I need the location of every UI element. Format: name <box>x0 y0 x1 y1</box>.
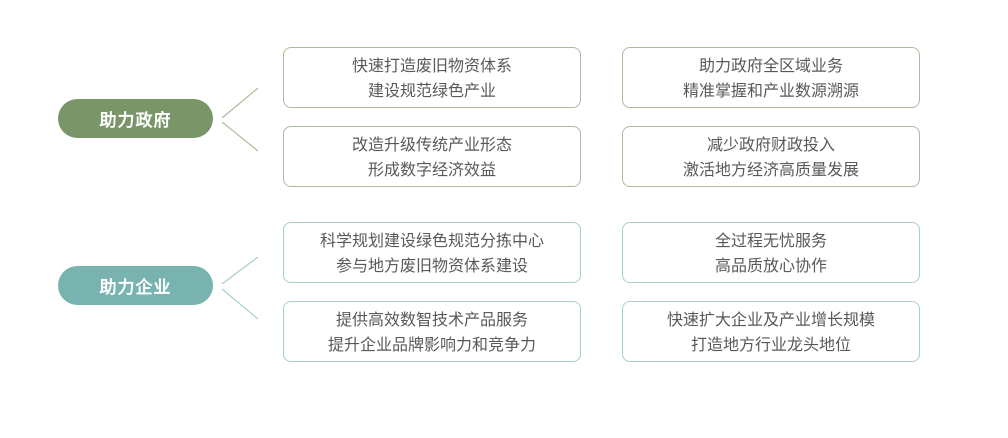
enterprise-card: 快速扩大企业及产业增长规模打造地方行业龙头地位 <box>622 301 920 362</box>
card-line: 打造地方行业龙头地位 <box>690 334 851 354</box>
government-card: 助力政府全区域业务精准掌握和产业数源溯源 <box>622 47 920 108</box>
connector-line <box>221 256 259 285</box>
card-line: 激活地方经济高质量发展 <box>682 159 859 179</box>
card-line: 快速打造废旧物资体系 <box>351 55 512 75</box>
enterprise-pill: 助力企业 <box>58 266 213 305</box>
government-card: 快速打造废旧物资体系建设规范绿色产业 <box>283 47 581 108</box>
enterprise-card: 提供高效数智技术产品服务提升企业品牌影响力和竞争力 <box>283 301 581 362</box>
card-line: 科学规划建设绿色规范分拣中心 <box>319 230 544 250</box>
card-line: 高品质放心协作 <box>714 255 827 275</box>
card-line: 快速扩大企业及产业增长规模 <box>666 309 875 329</box>
connector-line <box>221 121 259 152</box>
card-line: 助力政府全区域业务 <box>698 55 843 75</box>
government-pill: 助力政府 <box>58 99 213 138</box>
government-card: 改造升级传统产业形态形成数字经济效益 <box>283 126 581 187</box>
card-line: 精准掌握和产业数源溯源 <box>682 80 859 100</box>
card-line: 形成数字经济效益 <box>367 159 496 179</box>
connector-line <box>221 288 259 320</box>
card-line: 参与地方废旧物资体系建设 <box>335 255 528 275</box>
enterprise-card: 科学规划建设绿色规范分拣中心参与地方废旧物资体系建设 <box>283 222 581 283</box>
card-line: 改造升级传统产业形态 <box>351 134 512 154</box>
card-line: 提供高效数智技术产品服务 <box>335 309 528 329</box>
government-card: 减少政府财政投入激活地方经济高质量发展 <box>622 126 920 187</box>
card-line: 全过程无忧服务 <box>714 230 827 250</box>
enterprise-card: 全过程无忧服务高品质放心协作 <box>622 222 920 283</box>
card-line: 提升企业品牌影响力和竞争力 <box>327 334 536 354</box>
connector-line <box>221 87 259 119</box>
card-line: 建设规范绿色产业 <box>367 80 496 100</box>
card-line: 减少政府财政投入 <box>706 134 835 154</box>
